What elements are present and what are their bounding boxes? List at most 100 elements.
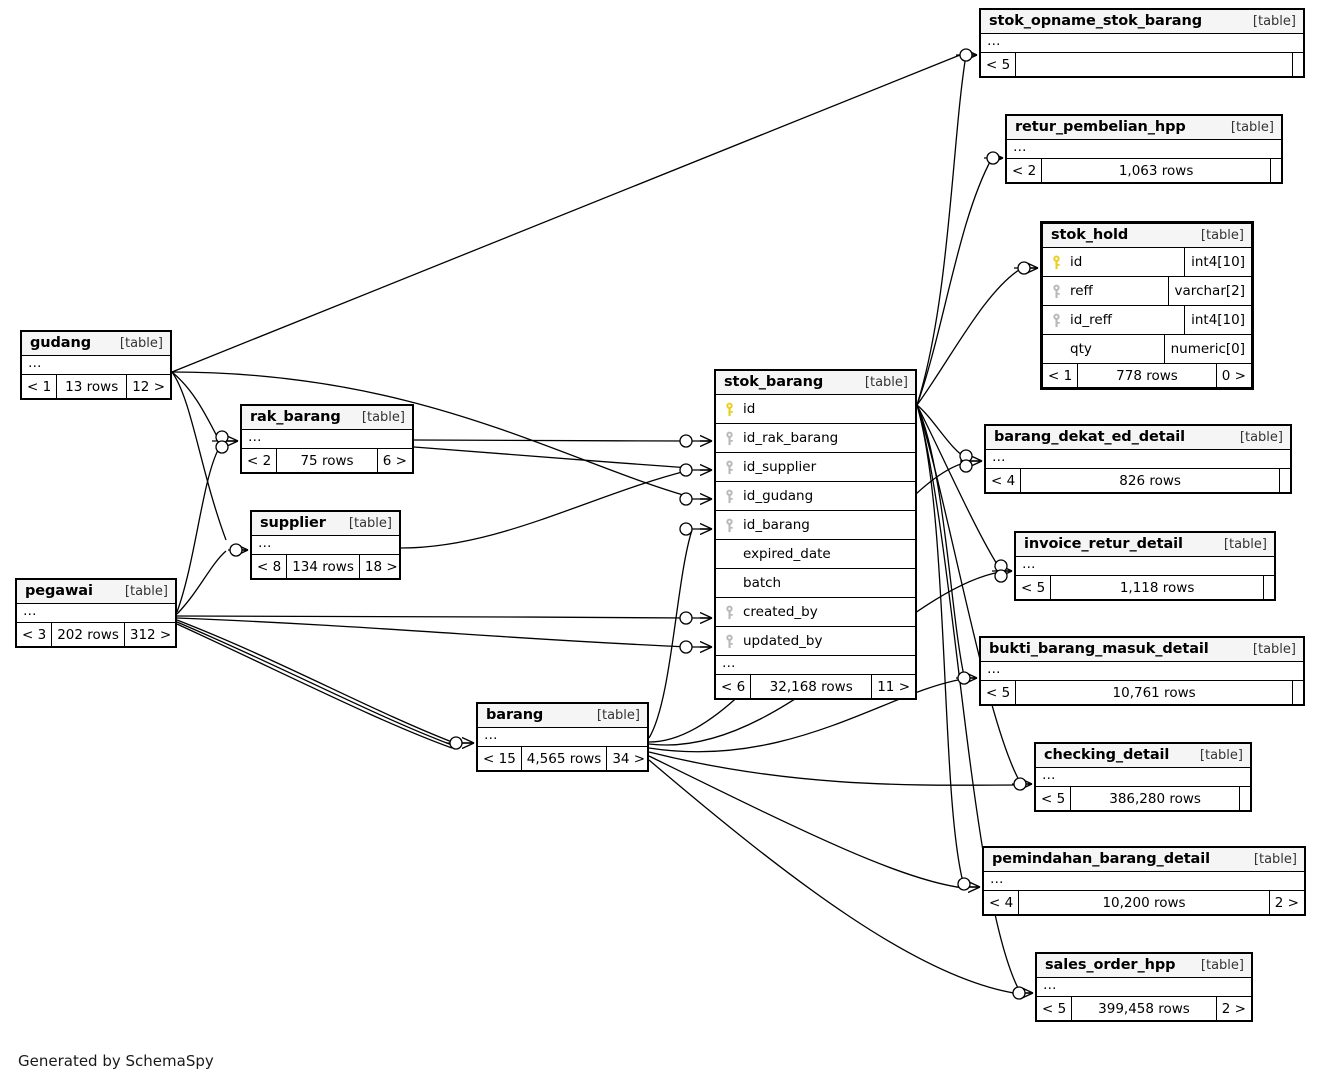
- column-row-id_rak_barang[interactable]: id_rak_barang: [716, 424, 915, 453]
- footer-children-count: 34 >: [606, 747, 650, 770]
- edge-bukti-barang-masuk: [916, 404, 965, 677]
- footer-row-count: 1,063 rows: [1041, 159, 1270, 182]
- table-header-rak_barang[interactable]: rak_barang[table]: [242, 406, 412, 430]
- card-circle-retur: [986, 151, 1000, 165]
- footer-parents-count: < 6: [721, 678, 746, 695]
- footer-row-count: 399,458 rows: [1071, 997, 1216, 1020]
- edge-pegawai-barang-3: [176, 623, 453, 749]
- table-type-label: [table]: [1239, 429, 1283, 445]
- column-row-id[interactable]: id: [716, 395, 915, 424]
- footer-children-count: 2 >: [1215, 997, 1251, 1020]
- column-left: id: [716, 395, 915, 423]
- table-header-pemindahan_barang_detail[interactable]: pemindahan_barang_detail[table]: [984, 848, 1304, 872]
- table-header-invoice_retur_detail[interactable]: invoice_retur_detail[table]: [1016, 533, 1274, 557]
- column-row-id_supplier[interactable]: id_supplier: [716, 453, 915, 482]
- column-type: int4[10]: [1184, 248, 1251, 276]
- key-icon: [726, 431, 733, 445]
- column-row-id_barang[interactable]: id_barang: [716, 511, 915, 540]
- column-type: numeric[0]: [1163, 335, 1251, 363]
- card-circle-barang-in: [449, 736, 463, 750]
- table-header-supplier[interactable]: supplier[table]: [252, 512, 399, 536]
- footer-parents-count: < 4: [989, 894, 1014, 911]
- footer-row-count: 826 rows: [1020, 469, 1279, 492]
- edge-pegawai-updated-by: [176, 617, 691, 648]
- column-left: id_reff: [1043, 306, 1184, 334]
- edge-pemindahan-barang: [916, 404, 965, 887]
- footer-row-count: 4,565 rows: [520, 747, 607, 770]
- footer-row-count: 10,200 rows: [1018, 891, 1269, 914]
- table-header-retur_pembelian_hpp[interactable]: retur_pembelian_hpp [table]: [1007, 116, 1281, 140]
- table-header-stok_barang[interactable]: stok_barang[table]: [716, 371, 915, 395]
- edge-barang-pemindahan: [648, 755, 965, 889]
- table-columns-ellipsis: …: [984, 872, 1304, 891]
- table-header-checking_detail[interactable]: checking_detail[table]: [1036, 744, 1250, 768]
- footer-children-count: 6 >: [376, 449, 412, 472]
- column-row-created_by[interactable]: created_by: [716, 598, 915, 627]
- table-header-barang_dekat_ed_detail[interactable]: barang_dekat_ed_detail[table]: [986, 426, 1290, 450]
- card-circle-rak: [679, 434, 693, 448]
- key-icon: [726, 605, 733, 619]
- table-title: invoice_retur_detail: [1024, 536, 1183, 552]
- table-header-sales_order_hpp[interactable]: sales_order_hpp[table]: [1037, 954, 1251, 978]
- key-icon: [726, 634, 733, 648]
- table-header-stok_opname_stok_barang[interactable]: stok_opname_stok_barang[table]: [981, 10, 1303, 34]
- table-header-barang[interactable]: barang[table]: [478, 704, 647, 728]
- column-row-expired_date[interactable]: expired_date: [716, 540, 915, 569]
- table-columns-ellipsis: …: [986, 450, 1290, 469]
- column-row-batch[interactable]: batch: [716, 569, 915, 598]
- table-header-stok_hold[interactable]: stok_hold[table]: [1043, 224, 1251, 248]
- column-row-id_gudang[interactable]: id_gudang: [716, 482, 915, 511]
- edge-gudang-supplier: [171, 371, 227, 541]
- column-row-id_reff[interactable]: id_reff int4[10]: [1043, 306, 1251, 335]
- footer-children-count: 0 >: [1215, 364, 1251, 387]
- footer-row-count: 202 rows: [51, 623, 124, 646]
- column-left: batch: [716, 569, 915, 597]
- column-row-updated_by[interactable]: updated_by: [716, 627, 915, 656]
- card-circle-hold: [1017, 261, 1031, 275]
- table-type-label: [table]: [1230, 119, 1274, 135]
- key-icon: [726, 518, 733, 532]
- table-title: checking_detail: [1044, 747, 1170, 763]
- table-title: gudang: [30, 335, 91, 351]
- card-circle-opname: [959, 48, 973, 62]
- table-header-pegawai[interactable]: pegawai[table]: [17, 580, 175, 604]
- table-header-gudang[interactable]: gudang[table]: [22, 332, 170, 356]
- footer-parents-count: < 5: [1042, 1000, 1067, 1017]
- card-circle-pemindahan: [957, 877, 971, 891]
- table-node-stok_opname_stok_barang[interactable]: stok_opname_stok_barang[table]…< 5: [979, 8, 1305, 78]
- table-header-bukti_barang_masuk_detail[interactable]: bukti_barang_masuk_detail[table]: [981, 638, 1303, 662]
- edge-gudang-stok-opname: [171, 54, 961, 373]
- table-title: supplier: [260, 515, 326, 531]
- column-type: int4[10]: [1184, 306, 1251, 334]
- table-more-columns-ellipsis: …: [716, 656, 915, 675]
- table-title: stok_opname_stok_barang: [989, 13, 1202, 29]
- column-name: id_reff: [1070, 312, 1112, 328]
- table-type-label: [table]: [596, 707, 640, 723]
- table-title: retur_pembelian_hpp: [1015, 119, 1186, 135]
